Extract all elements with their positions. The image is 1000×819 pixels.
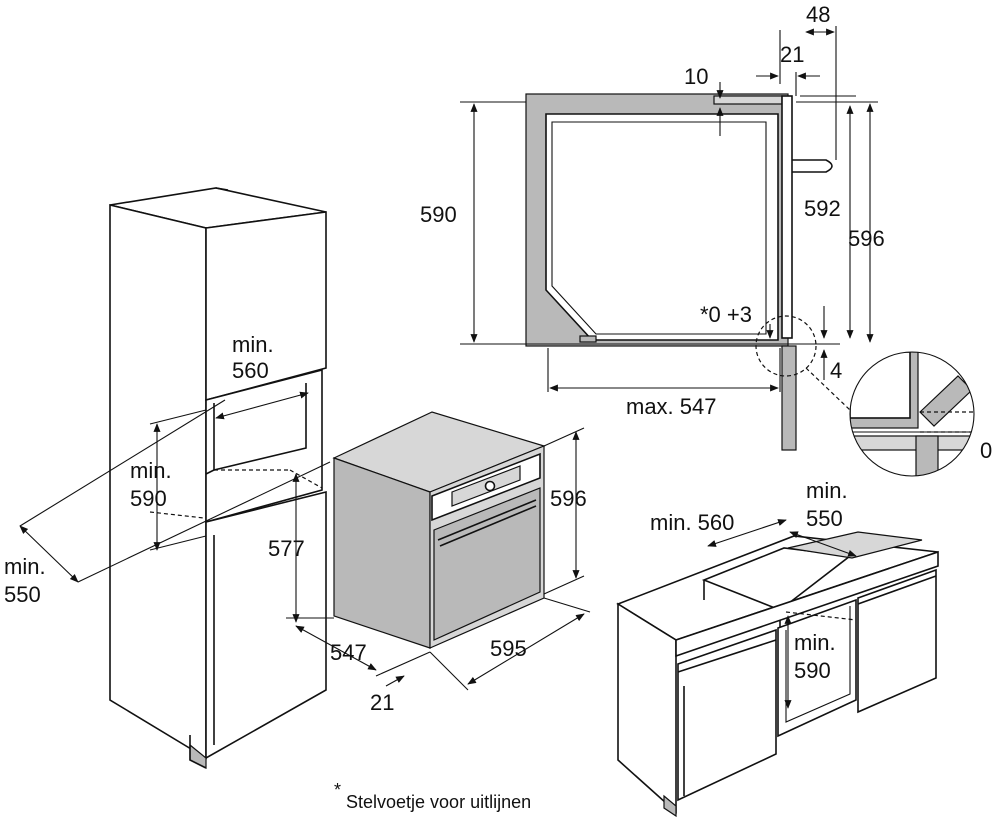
base-min-550-line1: min. [806, 478, 848, 503]
side-section-view [460, 26, 878, 451]
base-cabinet [616, 519, 939, 818]
column-min-560-line1: min. [232, 332, 274, 357]
base-min-590-line1: min. [794, 630, 836, 655]
detail-0: 0 [980, 438, 992, 463]
column-min-560-line2: 560 [232, 358, 269, 383]
footnote-star: * [334, 780, 341, 800]
base-min-550-line2: 550 [806, 506, 843, 531]
oven-width-595: 595 [490, 636, 527, 661]
oven-unit [286, 411, 591, 691]
side-4: 4 [830, 358, 842, 383]
column-min-550-line1: min. [4, 554, 46, 579]
side-592: 592 [804, 196, 841, 221]
column-577: 577 [268, 536, 305, 561]
tall-column-cabinet [19, 187, 331, 769]
side-590: 590 [420, 202, 457, 227]
oven-depth-547: 547 [330, 640, 367, 665]
side-596: 596 [848, 226, 885, 251]
column-min-590-line1: min. [130, 458, 172, 483]
foot-detail-magnifier [849, 351, 975, 477]
footnote-text: Stelvoetje voor uitlijnen [346, 792, 531, 812]
base-min-560: min. 560 [650, 510, 734, 535]
side-max-547: max. 547 [626, 394, 717, 419]
oven-height-596: 596 [550, 486, 587, 511]
base-min-590-line2: 590 [794, 658, 831, 683]
oven-front-21: 21 [370, 690, 394, 715]
side-48: 48 [806, 2, 830, 27]
side-0-plus-3: *0 +3 [700, 302, 752, 327]
side-21: 21 [780, 42, 804, 67]
side-10: 10 [684, 64, 708, 89]
column-min-550-line2: 550 [4, 582, 41, 607]
column-min-590-line2: 590 [130, 486, 167, 511]
